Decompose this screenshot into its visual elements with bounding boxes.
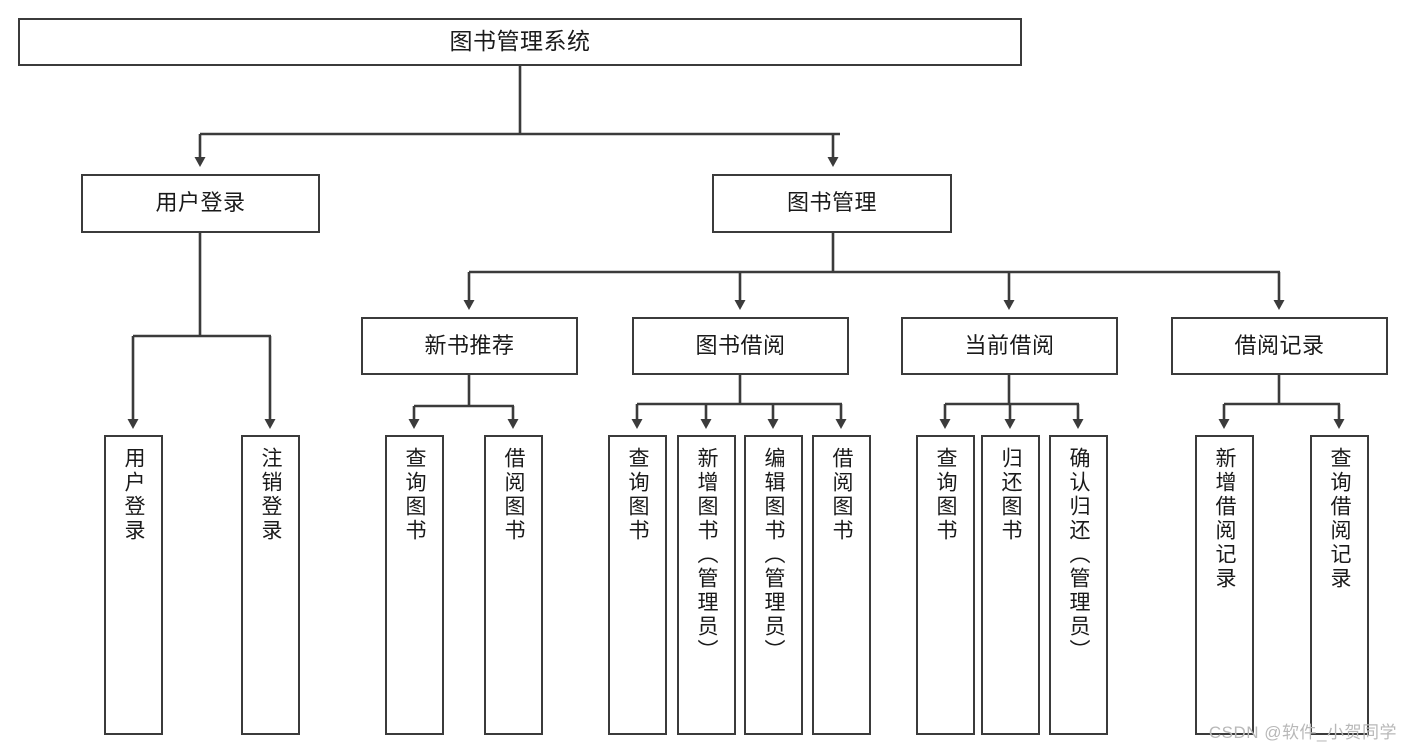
node-book-manage-label: 图书管理	[786, 190, 877, 216]
node-leaf-query-book-3[interactable]: 查询图书	[916, 435, 975, 735]
node-leaf-borrow-book-2[interactable]: 借阅图书	[812, 435, 871, 735]
node-leaf-user-login[interactable]: 用户登录	[104, 435, 163, 735]
node-leaf-borrow-book-2-label: 借阅图书	[830, 447, 853, 543]
node-new-book-recommend[interactable]: 新书推荐	[361, 317, 578, 375]
node-leaf-return-book-label: 归还图书	[999, 447, 1022, 543]
node-leaf-query-record[interactable]: 查询借阅记录	[1310, 435, 1369, 735]
node-leaf-return-book[interactable]: 归还图书	[981, 435, 1040, 735]
node-leaf-add-record-label: 新增借阅记录	[1213, 447, 1236, 591]
node-leaf-user-login-label: 用户登录	[122, 447, 145, 543]
node-leaf-borrow-book-1-label: 借阅图书	[502, 447, 525, 543]
node-current-borrow-label: 当前借阅	[964, 332, 1055, 358]
node-leaf-confirm-return-label: 确认归还（管理员）	[1067, 447, 1090, 663]
node-leaf-logout[interactable]: 注销登录	[241, 435, 300, 735]
node-root-label: 图书管理系统	[449, 28, 591, 55]
node-root[interactable]: 图书管理系统	[18, 18, 1022, 66]
node-leaf-edit-book-label: 编辑图书（管理员）	[762, 447, 785, 663]
node-book-borrow[interactable]: 图书借阅	[632, 317, 849, 375]
node-user-login[interactable]: 用户登录	[81, 174, 320, 233]
node-leaf-query-book-1-label: 查询图书	[403, 447, 426, 543]
node-leaf-logout-label: 注销登录	[259, 447, 282, 543]
node-borrow-record[interactable]: 借阅记录	[1171, 317, 1388, 375]
node-leaf-query-book-1[interactable]: 查询图书	[385, 435, 444, 735]
node-leaf-add-book-label: 新增图书（管理员）	[695, 447, 718, 663]
node-leaf-query-book-2-label: 查询图书	[626, 447, 649, 543]
node-leaf-confirm-return[interactable]: 确认归还（管理员）	[1049, 435, 1108, 735]
node-leaf-borrow-book-1[interactable]: 借阅图书	[484, 435, 543, 735]
node-leaf-query-book-2[interactable]: 查询图书	[608, 435, 667, 735]
node-leaf-query-record-label: 查询借阅记录	[1328, 447, 1351, 591]
node-leaf-edit-book[interactable]: 编辑图书（管理员）	[744, 435, 803, 735]
node-new-book-recommend-label: 新书推荐	[424, 332, 515, 358]
node-leaf-add-book[interactable]: 新增图书（管理员）	[677, 435, 736, 735]
node-book-borrow-label: 图书借阅	[695, 332, 786, 358]
node-user-login-label: 用户登录	[155, 190, 246, 216]
node-current-borrow[interactable]: 当前借阅	[901, 317, 1118, 375]
node-leaf-query-book-3-label: 查询图书	[934, 447, 957, 543]
watermark-text: CSDN @软件_小贺同学	[1208, 723, 1397, 742]
node-leaf-add-record[interactable]: 新增借阅记录	[1195, 435, 1254, 735]
node-borrow-record-label: 借阅记录	[1234, 332, 1325, 358]
node-book-manage[interactable]: 图书管理	[712, 174, 952, 233]
